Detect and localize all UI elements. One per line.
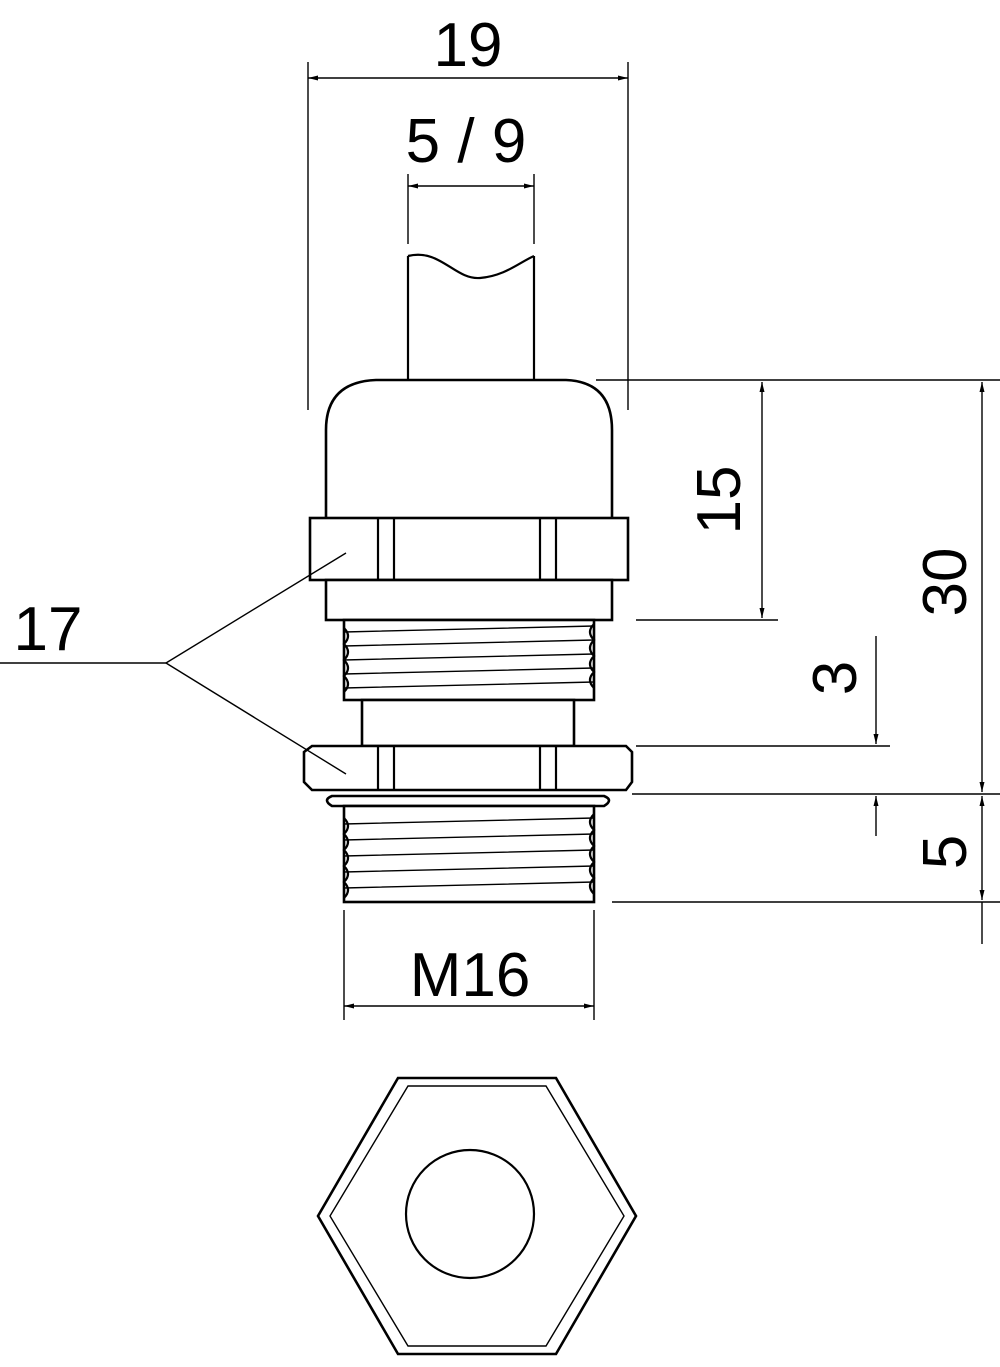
dim-cap-height-label: 15	[685, 466, 754, 535]
dim-thread-size: M16	[343, 910, 595, 1020]
dim-thread-size-label: M16	[410, 941, 531, 1010]
dim-thread-length-label: 5	[911, 835, 980, 869]
dim-wrench-size-label: 17	[14, 595, 83, 664]
dim-wrench-size: 17	[0, 552, 347, 775]
cable	[406, 253, 536, 380]
upper-thread	[342, 618, 596, 702]
seal-washer	[325, 794, 611, 808]
top-view	[316, 1076, 638, 1356]
upper-hex-nut	[308, 516, 630, 582]
dim-total-height-label: 30	[911, 548, 980, 617]
dim-total-height: 30	[911, 382, 985, 792]
dim-cable-range: 5 / 9	[406, 107, 535, 244]
lower-thread	[342, 804, 596, 904]
dim-cap-height: 15	[596, 379, 1000, 621]
side-view	[302, 253, 634, 904]
dim-thread-length: 5	[612, 796, 1000, 944]
sealing-cap	[324, 378, 614, 522]
body-hex	[302, 744, 634, 792]
dim-overall-width: 19	[307, 11, 629, 410]
hex-chamfer	[329, 1085, 625, 1347]
dim-nut-thickness-label: 3	[801, 661, 870, 695]
cap-collar	[324, 578, 614, 622]
cable-bore	[404, 1148, 536, 1280]
dim-overall-width-label: 19	[434, 11, 503, 80]
dim-nut-thickness: 3	[632, 636, 1000, 836]
hex-outline	[316, 1076, 638, 1356]
body-neck	[360, 698, 576, 748]
dim-cable-range-label: 5 / 9	[406, 107, 527, 176]
